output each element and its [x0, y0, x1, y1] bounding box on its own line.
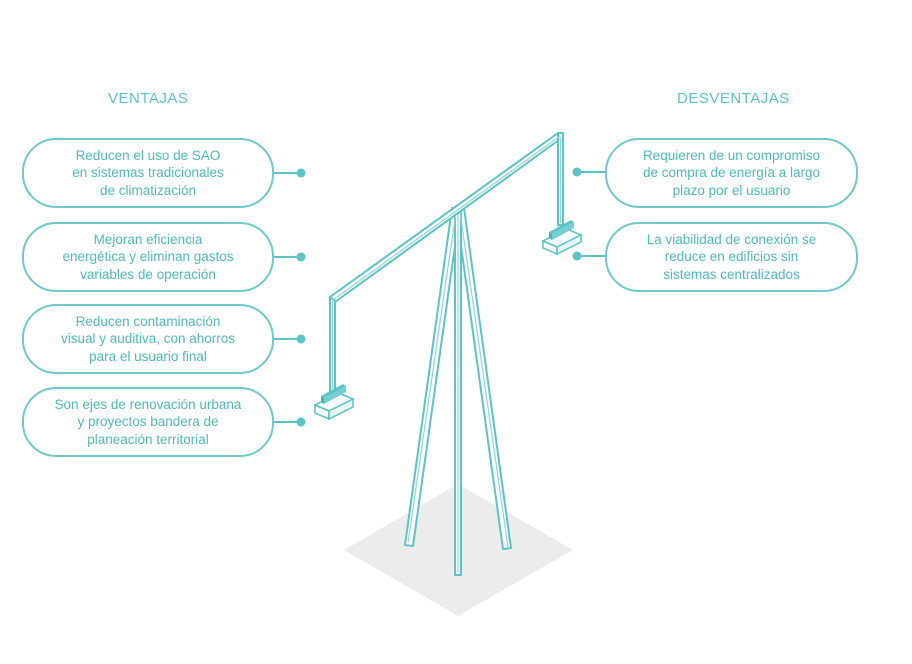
disadvantage-connectors — [572, 167, 607, 261]
advantage-connectors — [272, 168, 306, 427]
advantage-item-2: Mejoran eficiencia energética y eliminan… — [22, 222, 274, 292]
advantage-item-3: Reducen contaminación visual y auditiva,… — [22, 304, 274, 374]
left-pan-box — [313, 384, 355, 421]
advantage-text-4: Son ejes de renovación urbana y proyecto… — [54, 396, 242, 447]
advantage-text-1: Reducen el uso de SAO en sistemas tradic… — [72, 147, 224, 198]
disadvantage-text-1: Requieren de un compromiso de compra de … — [642, 147, 821, 198]
advantage-text-3: Reducen contaminación visual y auditiva,… — [60, 313, 236, 364]
advantage-item-1: Reducen el uso de SAO en sistemas tradic… — [22, 138, 274, 208]
advantage-text-2: Mejoran eficiencia energética y eliminan… — [62, 231, 234, 282]
advantage-item-4: Son ejes de renovación urbana y proyecto… — [22, 387, 274, 457]
disadvantage-text-2: La viabilidad de conexión se reduce en e… — [646, 231, 817, 282]
advantages-heading: VENTAJAS — [108, 90, 189, 107]
disadvantage-item-1: Requieren de un compromiso de compra de … — [605, 138, 858, 208]
right-pan-box — [541, 220, 583, 256]
disadvantage-item-2: La viabilidad de conexión se reduce en e… — [605, 222, 858, 292]
disadvantages-heading: DESVENTAJAS — [677, 90, 790, 107]
